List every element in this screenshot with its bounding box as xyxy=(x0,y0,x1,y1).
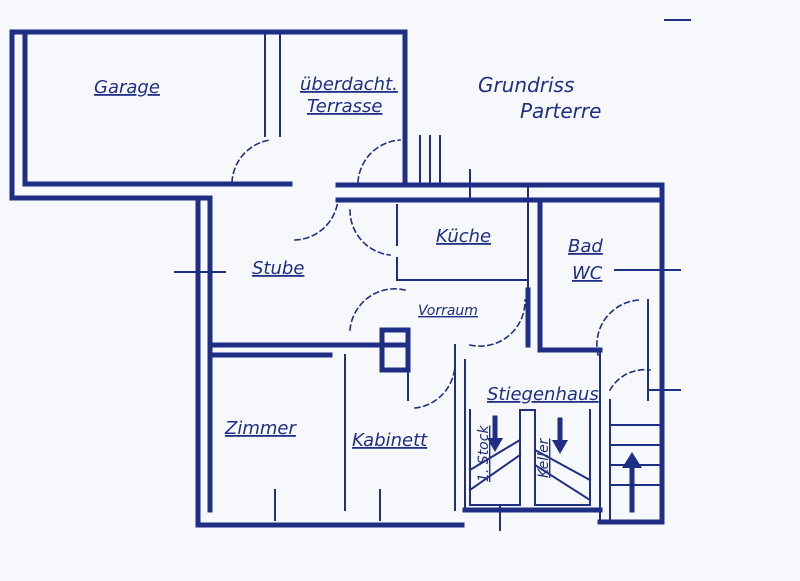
room-label-terrace-line2: Terrasse xyxy=(307,96,383,117)
garage-walls xyxy=(9,29,408,201)
house-walls xyxy=(195,182,665,528)
room-label-bath-line2: WC xyxy=(572,263,603,284)
room-label-hall: Vorraum xyxy=(418,303,478,319)
room-label-bath-line1: Bad xyxy=(568,236,603,257)
room-label-cabinet: Kabinett xyxy=(352,430,428,451)
staircase xyxy=(468,409,592,506)
room-label-kitchen: Küche xyxy=(436,226,491,247)
door-swings xyxy=(231,139,651,409)
room-label-room: Zimmer xyxy=(224,418,297,439)
plan-title-line2: Parterre xyxy=(520,99,601,123)
stair-arrows xyxy=(487,415,642,513)
room-label-stairs: Stiegenhaus xyxy=(487,384,599,405)
room-label-garage: Garage xyxy=(94,77,160,98)
terrace-walls xyxy=(402,133,441,188)
room-label-living: Stube xyxy=(252,258,304,279)
room-label-terrace-line1: überdacht. xyxy=(300,74,398,95)
plan-title-line1: Grundriss xyxy=(478,73,574,97)
stair-label-cellar: Keller xyxy=(536,437,552,478)
stair-label-upstairs: 1. Stock xyxy=(476,425,492,482)
dimension-ticks xyxy=(174,19,691,531)
